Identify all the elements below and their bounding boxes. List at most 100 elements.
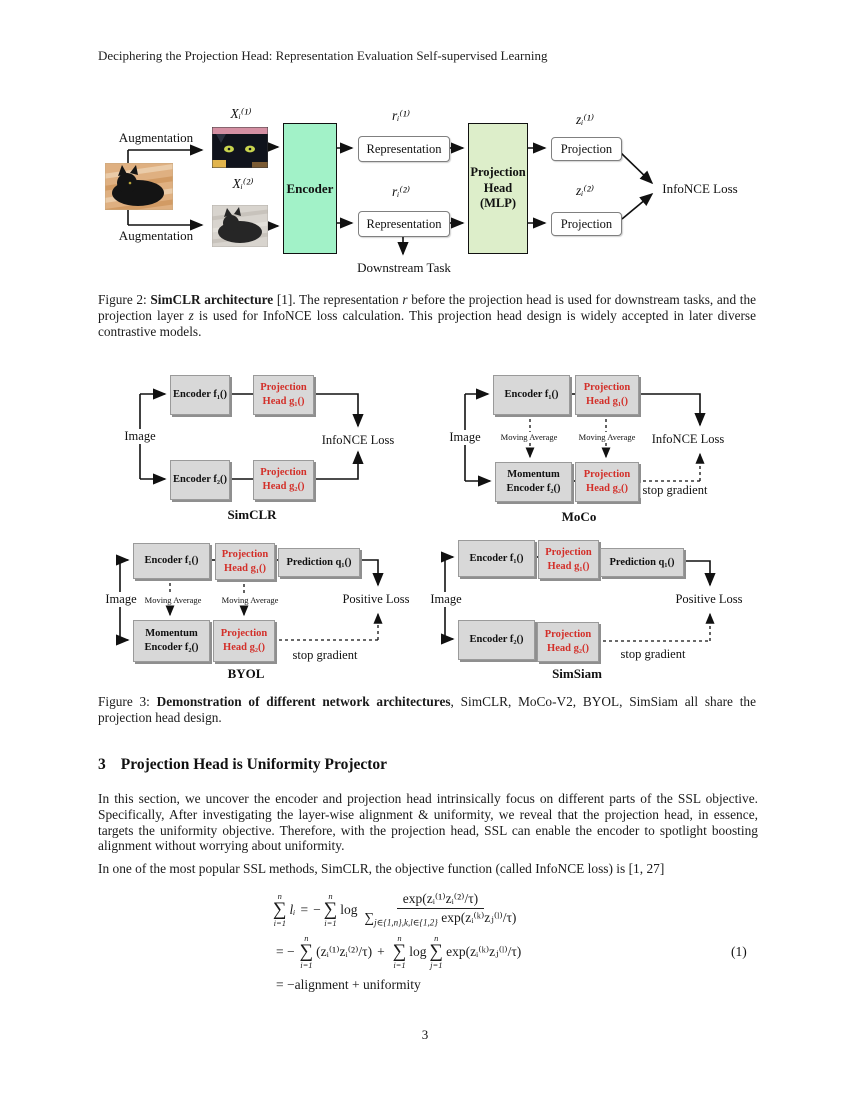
sum-1: n ∑ i=1 xyxy=(273,890,287,929)
section-number: 3 xyxy=(98,756,106,773)
caption2-text4: is used for InfoNCE loss calculation. Th… xyxy=(98,308,756,339)
moco-infonce-label: InfoNCE Loss xyxy=(649,432,727,447)
simclr-projection-head1-box: Projection Head g₁() xyxy=(253,375,314,415)
running-header: Deciphering the Projection Head: Represe… xyxy=(98,48,548,63)
r1-math-label: rᵢ⁽¹⁾ xyxy=(391,108,411,123)
simclr-image-label: Image xyxy=(122,429,158,444)
projection-head-word2: Head xyxy=(483,180,513,195)
simsiam-ph1-line2: Head g₁() xyxy=(547,560,590,572)
figure3-arrows xyxy=(116,388,716,646)
byol-ph2-line1: Projection xyxy=(220,628,268,640)
figure2-arrows xyxy=(127,141,654,256)
simsiam-positive-loss-label: Positive Loss xyxy=(673,592,745,607)
byol-stop-gradient-label: stop gradient xyxy=(290,648,360,663)
figure3-caption: Figure 3: Demonstration of different net… xyxy=(98,694,756,726)
augmented-cat-image-1 xyxy=(212,127,268,168)
simsiam-name-label: SimSiam xyxy=(552,666,602,681)
section-title: Projection Head is Uniformity Projector xyxy=(120,756,388,773)
augmentation-label-top: Augmentation xyxy=(118,130,194,145)
byol-projection-head1-box: Projection Head g₁() xyxy=(215,543,275,580)
simsiam-projection-head2-box: Projection Head g₂() xyxy=(537,622,599,662)
simsiam-image-label: Image xyxy=(428,592,464,607)
byol-ph2-line2: Head g₂() xyxy=(223,642,265,653)
augmented-cat-image-2 xyxy=(212,205,268,247)
simsiam-projection-head1-box: Projection Head g₁() xyxy=(538,540,599,579)
encoder-box: Encoder xyxy=(283,123,337,254)
figure2-caption: Figure 2: SimCLR architecture [1]. The r… xyxy=(98,292,756,340)
eq2-plus: + xyxy=(377,943,385,959)
caption2-text2: [1]. The representation xyxy=(273,292,403,307)
moco-ph1-line1: Projection xyxy=(583,382,631,394)
equation-number: (1) xyxy=(731,944,747,959)
simclr-ph1-line1: Projection xyxy=(260,382,307,394)
representation-box-2: Representation xyxy=(358,211,450,237)
moco-image-label: Image xyxy=(447,430,483,445)
eq-equals: = xyxy=(300,901,309,917)
moco-dashed-lines xyxy=(525,413,705,482)
simclr-encoder1-box: Encoder f₁() xyxy=(170,375,230,415)
equation-line-3: = −alignment + uniformity xyxy=(276,976,421,992)
figure3-network-architectures: Image Encoder f₁() Projection Head g₁() … xyxy=(95,370,755,688)
simsiam-ph2-line1: Projection xyxy=(544,629,592,641)
simclr-ph2-line1: Projection xyxy=(260,467,307,479)
page-number: 3 xyxy=(421,1027,429,1042)
caption2-text: Figure 2: xyxy=(98,292,151,307)
sum-3: n ∑ i=1 xyxy=(299,932,314,971)
moco-moving-average2-label: Moving Average xyxy=(577,432,637,442)
equation-1: n ∑ i=1 lᵢ = − n ∑ i=1 log exp(zᵢ⁽¹⁾zᵢ⁽²… xyxy=(268,891,521,993)
sum-symbol: ∑ xyxy=(273,899,287,921)
paragraph-1: In this section, we uncover the encoder … xyxy=(98,791,758,854)
moco-stop-gradient-label: stop gradient xyxy=(640,483,710,498)
z2-math-label: zᵢ⁽²⁾ xyxy=(575,183,595,198)
byol-name-label: BYOL xyxy=(227,666,265,681)
sum-symbol: ∑ xyxy=(392,941,407,963)
byol-prediction-box: Prediction q₁() xyxy=(278,548,360,577)
byol-positive-loss-label: Positive Loss xyxy=(340,592,412,607)
caption2-bold: SimCLR architecture xyxy=(150,292,274,307)
caption2-var-r: r xyxy=(402,292,408,307)
simsiam-encoder1-box: Encoder f₁() xyxy=(458,540,535,577)
eq2-log: log xyxy=(409,943,427,959)
eq-minus: − xyxy=(313,901,321,917)
x2-math-label: Xᵢ⁽²⁾ xyxy=(232,176,254,191)
z1-math-label: zᵢ⁽¹⁾ xyxy=(575,112,595,127)
moco-ph2-line1: Projection xyxy=(583,469,631,481)
simsiam-ph2-line2: Head g₂() xyxy=(547,643,589,654)
figure2-simclr-architecture: Augmentation Augmentation Xᵢ⁽¹⁾ Xᵢ⁽²⁾ rᵢ… xyxy=(95,100,755,288)
caption3-bold: Demonstration of different network archi… xyxy=(156,694,451,709)
byol-momentum-line1: Momentum xyxy=(145,628,198,640)
simclr-projection-head2-box: Projection Head g₂() xyxy=(253,460,314,500)
sum-4: n ∑ i=1 xyxy=(392,932,407,971)
sum-symbol: ∑ xyxy=(364,910,375,925)
figure2-arrow-lines xyxy=(127,141,654,256)
eq-fraction-numerator: exp(zᵢ⁽¹⁾zᵢ⁽²⁾/τ) xyxy=(396,891,485,909)
eq2-term2: exp(zᵢ⁽ᵏ⁾zⱼ⁽ˡ⁾/τ) xyxy=(446,943,522,959)
byol-moving-average1-label: Moving Average xyxy=(143,595,203,605)
paragraph-2: In one of the most popular SSL methods, … xyxy=(98,861,665,876)
moco-ph2-line2: Head g₂() xyxy=(586,483,628,494)
infonce-loss-label: InfoNCE Loss xyxy=(662,181,738,196)
x1-math-label: Xᵢ⁽¹⁾ xyxy=(230,106,252,121)
byol-ph1-line2: Head g₁() xyxy=(224,562,266,574)
eq2-term1: (zᵢ⁽¹⁾zᵢ⁽²⁾/τ) xyxy=(316,943,373,959)
eq-lhs: lᵢ xyxy=(289,901,296,917)
caption3-text: Figure 3: xyxy=(98,694,157,709)
projection-box-1: Projection xyxy=(551,137,622,161)
sum-2: n ∑ i=1 xyxy=(323,890,338,929)
byol-image-label: Image xyxy=(103,592,139,607)
simclr-ph2-line2: Head g₂() xyxy=(262,481,305,492)
moco-projection-head1-box: Projection Head g₁() xyxy=(575,375,639,415)
simclr-encoder2-box: Encoder f₂() xyxy=(170,460,230,500)
byol-momentum-line2: Encoder f₂() xyxy=(144,642,199,653)
simsiam-dashed-lines xyxy=(597,612,715,642)
caption3-text2: , SimCLR, MoCo-V2, BYOL, SimSiam all sha… xyxy=(98,694,756,725)
equation-line-1: n ∑ i=1 lᵢ = − n ∑ i=1 log exp(zᵢ⁽¹⁾zᵢ⁽²… xyxy=(270,891,521,929)
simclr-ph1-line2: Head g₁() xyxy=(262,396,305,407)
eq-log: log xyxy=(340,901,358,917)
sum-5: n ∑ j=1 xyxy=(429,932,444,971)
simsiam-stop-gradient-label: stop gradient xyxy=(618,647,688,662)
moco-momentum-line2: Encoder f₂() xyxy=(506,483,561,494)
simsiam-ph1-line1: Projection xyxy=(545,546,592,558)
eq-fraction-denominator: ∑j∈{1,n},k,l∈{1,2} exp(zᵢ⁽ᵏ⁾zⱼ⁽ˡ⁾/τ) xyxy=(364,910,517,928)
